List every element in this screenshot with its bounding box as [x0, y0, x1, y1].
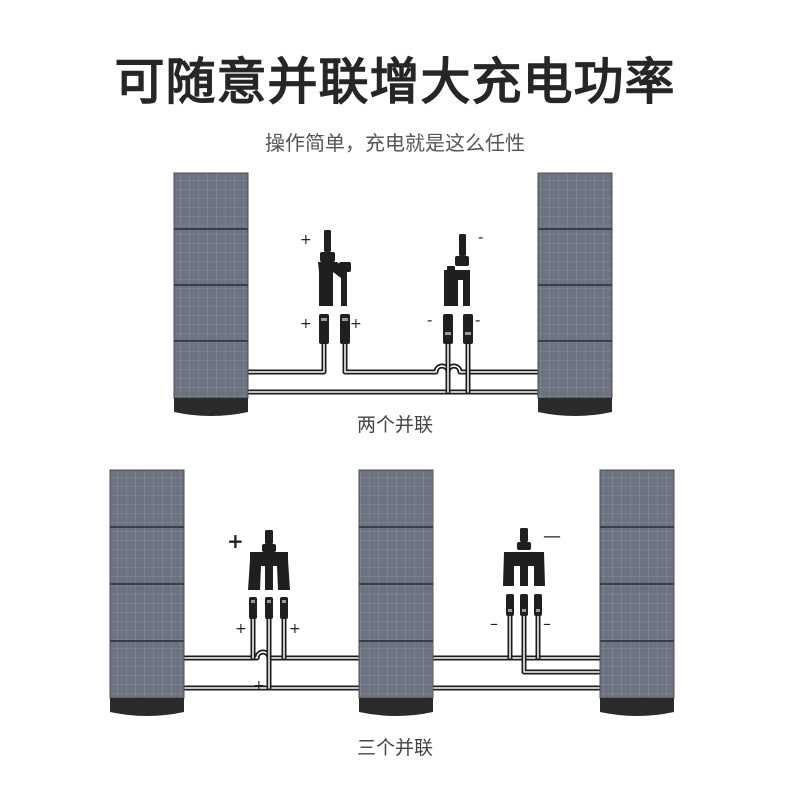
three-parallel-diagram: + + + + — – – –: [109, 469, 675, 716]
negative-sign: –: [490, 614, 498, 633]
positive-sign: +: [235, 621, 247, 637]
mc4-plug-icon: [319, 314, 350, 344]
two-parallel-caption: 两个并联: [356, 414, 433, 436]
solar-panel-icon: [173, 172, 249, 416]
solar-panel-icon: [599, 469, 675, 716]
mc4-plug-icon: [506, 594, 542, 616]
mc4-plug-icon: [249, 597, 288, 619]
solar-panel-icon: [109, 469, 185, 716]
three-parallel-caption: 三个并联: [356, 737, 433, 759]
positive-sign: +: [300, 232, 312, 248]
positive-sign: +: [289, 621, 301, 637]
solar-panel-icon: [358, 469, 434, 716]
y-branch-connector-icon: [248, 530, 290, 590]
positive-sign: +: [227, 529, 244, 553]
cable-group-1: [245, 339, 541, 395]
y-branch-connector-icon: [444, 234, 470, 306]
negative-sign: -: [478, 228, 483, 246]
solar-panel-icon: [537, 172, 613, 416]
positive-sign: +: [350, 316, 362, 332]
negative-sign: —: [543, 526, 561, 547]
positive-sign: +: [300, 316, 312, 332]
negative-sign: -: [427, 311, 432, 329]
mc4-plug-icon: [443, 314, 473, 344]
page-title: 可随意并联增大充电功率: [114, 53, 676, 111]
y-branch-connector-icon: [503, 528, 545, 586]
two-parallel-diagram: + + + - - -: [173, 172, 613, 416]
negative-sign: –: [532, 660, 540, 679]
negative-sign: –: [543, 614, 551, 633]
page-subtitle: 操作简单，充电就是这么任性: [265, 131, 525, 155]
positive-sign: +: [253, 678, 265, 694]
negative-sign: -: [475, 311, 480, 329]
y-branch-connector-icon: [318, 230, 351, 306]
